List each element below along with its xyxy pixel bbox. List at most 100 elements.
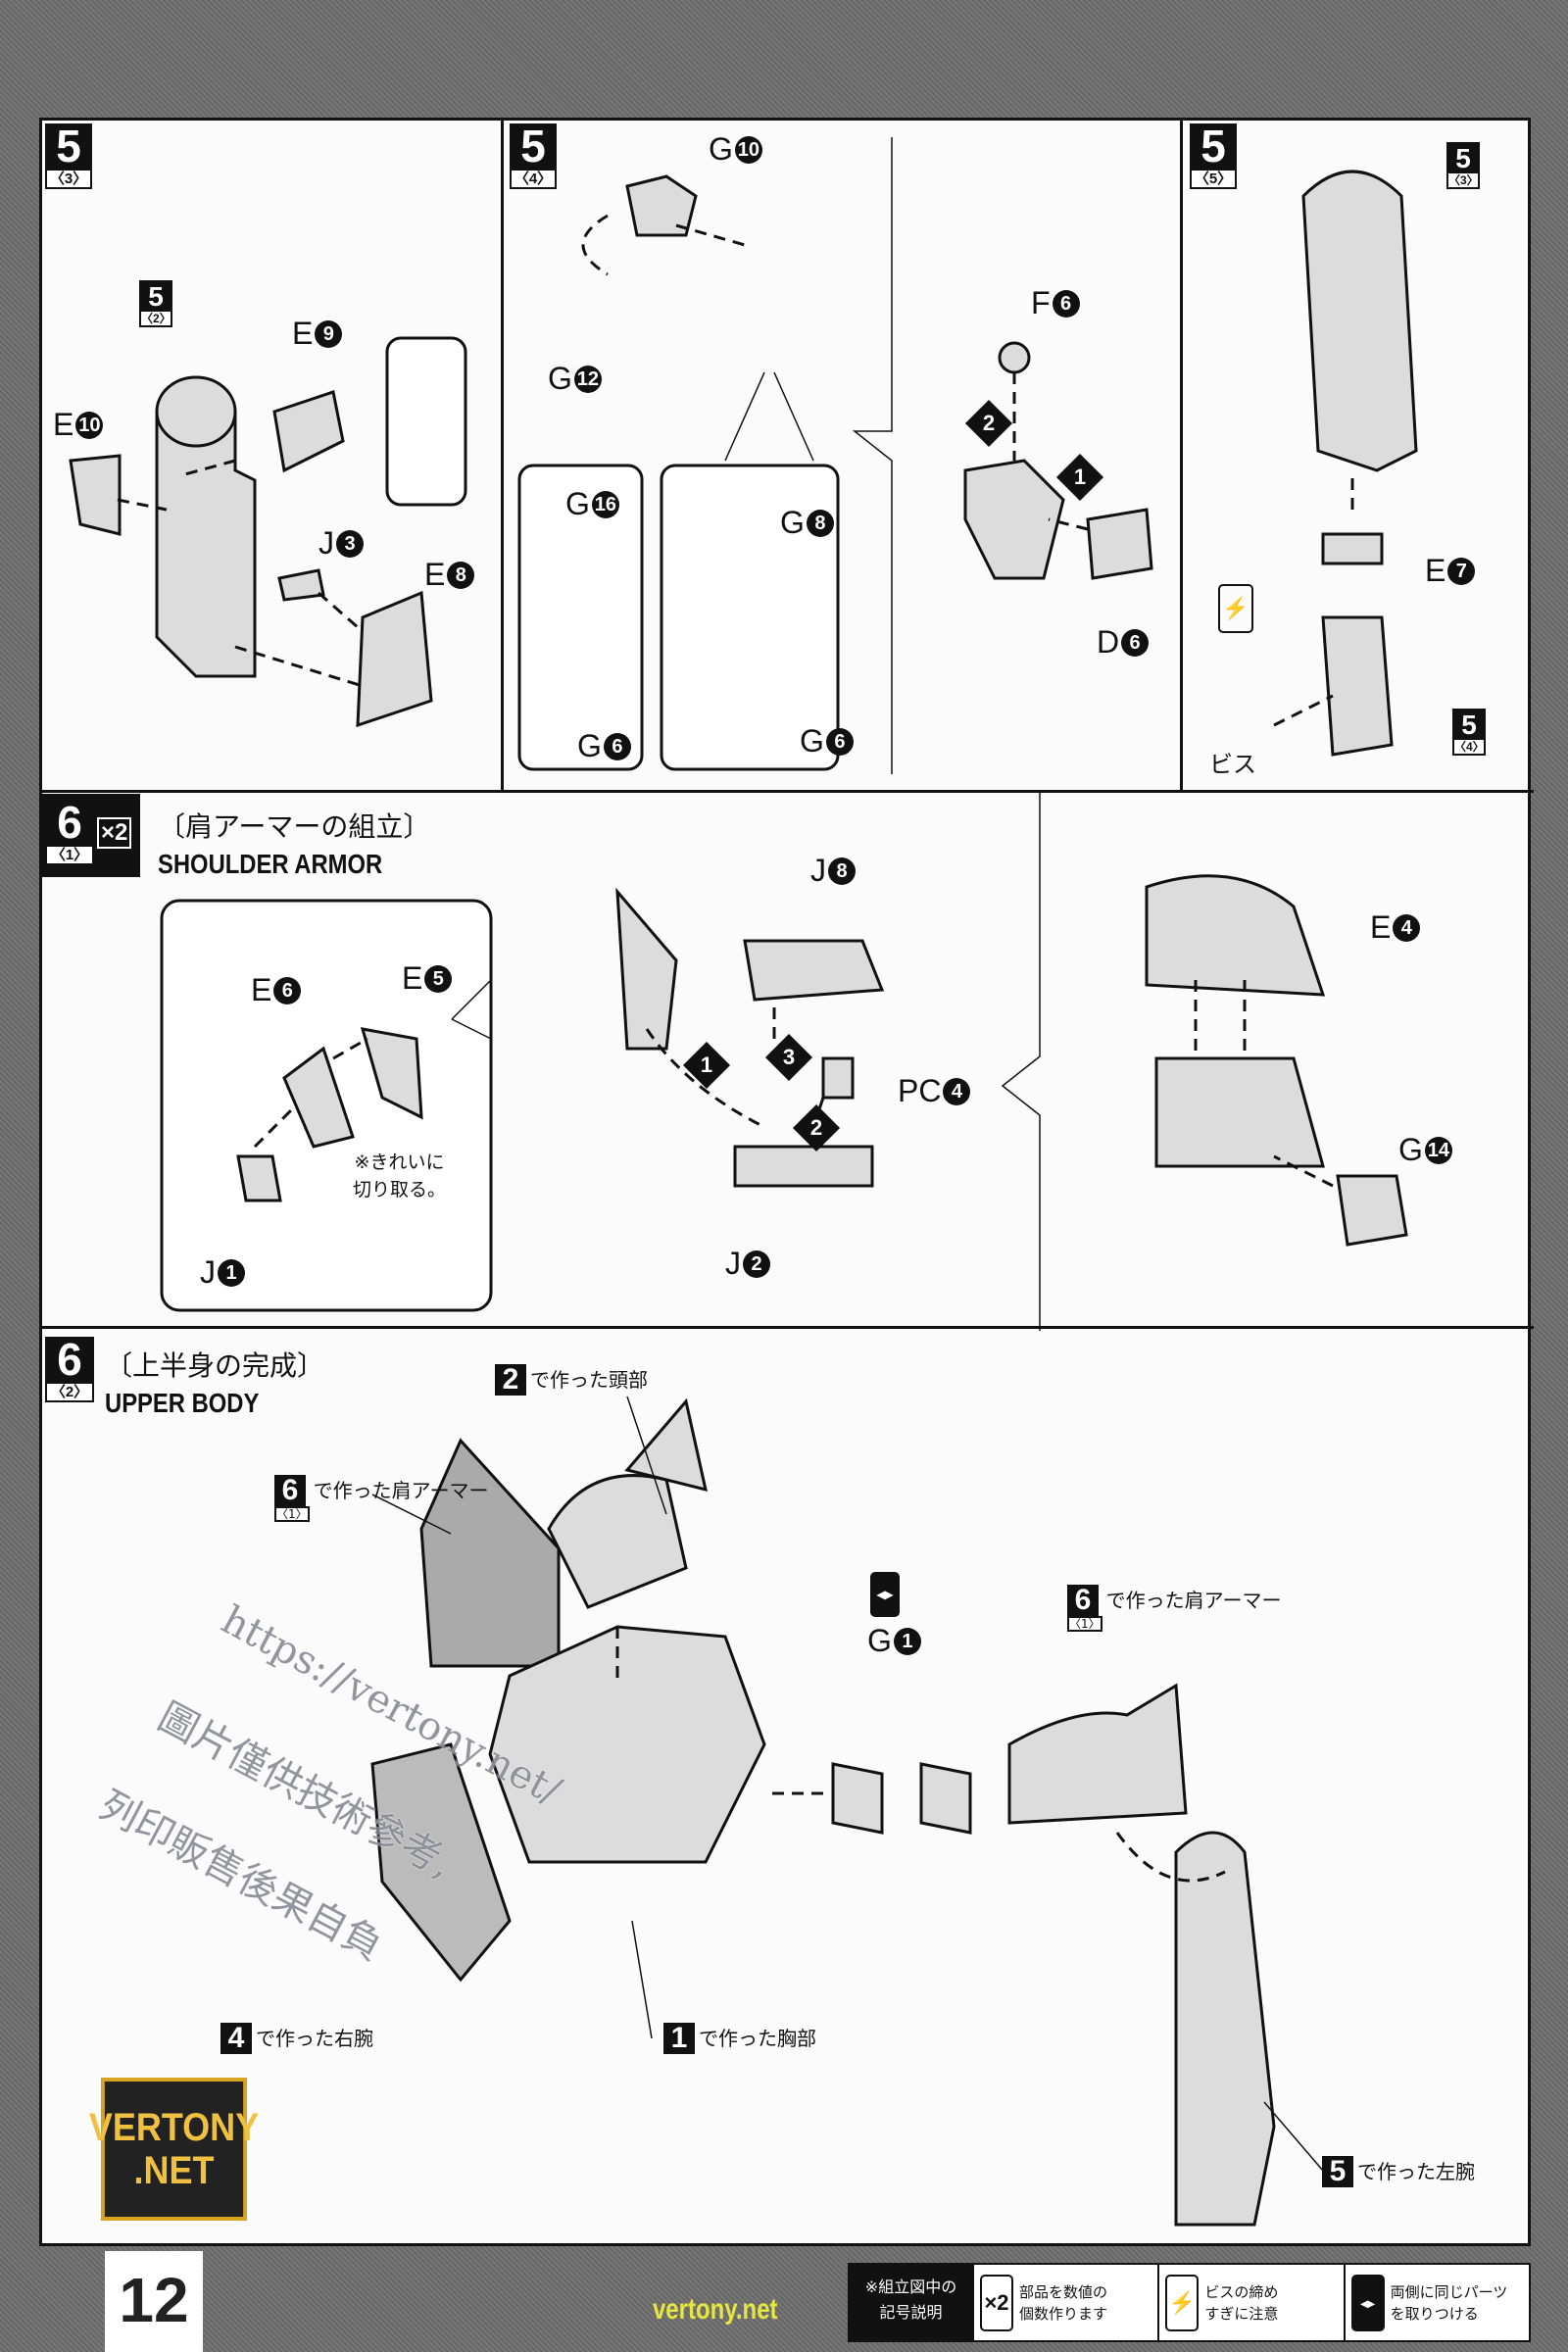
left-arm bbox=[1174, 1831, 1276, 2227]
divider bbox=[39, 1326, 1534, 1329]
right-arm bbox=[370, 1742, 512, 1983]
step-badge-5-4: 5〈4〉 bbox=[510, 123, 557, 189]
step-badge-5-5: 5〈5〉 bbox=[1190, 123, 1237, 189]
part-d6 bbox=[1086, 508, 1153, 580]
chest bbox=[488, 1625, 766, 1864]
part-e6 bbox=[282, 1046, 355, 1149]
step-marker: 2 bbox=[792, 1103, 841, 1152]
mirror-both-sides-icon: ◂▸ bbox=[1350, 2274, 1385, 2331]
divider bbox=[1180, 118, 1183, 792]
part-e8 bbox=[356, 590, 433, 728]
screw-label: ビス bbox=[1209, 751, 1256, 778]
part-e5 bbox=[360, 1027, 423, 1120]
legend-heading: ※組立図中の記号説明 bbox=[850, 2265, 972, 2340]
shoulder-shell bbox=[615, 887, 678, 1051]
callout-left-shoulder: 6〈1〉で作った肩アーマー bbox=[274, 1474, 489, 1522]
part-j1 bbox=[236, 1154, 282, 1202]
reference-badge-5-3: 5〈3〉 bbox=[1446, 142, 1480, 189]
vertony-logo: VERTONY.NET bbox=[89, 2078, 259, 2221]
upper-arm bbox=[1301, 170, 1418, 472]
reference-badge-5-4: 5〈4〉 bbox=[1452, 709, 1486, 756]
part-e10 bbox=[69, 454, 122, 536]
section-title-en: UPPER BODY bbox=[105, 1388, 260, 1418]
step-badge-6-1: 6〈1〉 bbox=[45, 800, 94, 865]
note-line: ※きれいに bbox=[354, 1152, 445, 1173]
shoulder-joint bbox=[155, 375, 237, 448]
logo-text: .NET bbox=[133, 2149, 215, 2192]
left-shoulder-armor bbox=[419, 1438, 561, 1668]
cut-note: ※きれいに切り取る。 bbox=[353, 1149, 446, 1203]
divider bbox=[501, 118, 504, 792]
legend-item: ⚡ビスの締めすぎに注意 bbox=[1157, 2265, 1343, 2340]
part-e7 bbox=[1321, 532, 1384, 565]
inset-box bbox=[660, 464, 840, 771]
legend-item: ◂▸両側に同じパーツを取りつける bbox=[1343, 2265, 1529, 2340]
section-title-en: SHOULDER ARMOR bbox=[158, 849, 383, 879]
divider bbox=[39, 790, 1534, 793]
multiplier-icon: ×2 bbox=[97, 817, 132, 849]
note-line: 切り取る。 bbox=[353, 1179, 447, 1200]
part-g1 bbox=[919, 1762, 972, 1835]
step-badge-5-3: 5〈3〉 bbox=[45, 123, 92, 189]
screw-caution-icon: ⚡ bbox=[1165, 2274, 1200, 2331]
part-g10 bbox=[625, 174, 698, 237]
logo-text: VERTONY bbox=[88, 2106, 260, 2149]
step-marker: 1 bbox=[682, 1041, 731, 1090]
part-e9 bbox=[272, 390, 345, 473]
step-marker: 3 bbox=[764, 1033, 813, 1082]
section-title-jp: 〔肩アーマーの組立〕 bbox=[158, 810, 431, 843]
page-number: 12 bbox=[105, 2251, 203, 2352]
part-pc4 bbox=[821, 1056, 855, 1100]
head-crest bbox=[624, 1397, 708, 1493]
step-marker: 1 bbox=[1055, 453, 1104, 502]
callout-right-shoulder: 6〈1〉で作った肩アーマー bbox=[1067, 1584, 1282, 1632]
right-shoulder-armor bbox=[1007, 1683, 1188, 1825]
reference-badge-5-2: 5〈2〉 bbox=[139, 280, 172, 327]
corner-watermark: vertony.net bbox=[652, 2293, 778, 2326]
part-g14 bbox=[1336, 1174, 1408, 1247]
part-g1 bbox=[831, 1762, 884, 1835]
screw-caution-icon: ⚡ bbox=[1218, 584, 1253, 633]
multiplier-icon: ×2 bbox=[980, 2274, 1013, 2331]
hand-part bbox=[963, 459, 1065, 580]
head bbox=[547, 1474, 688, 1609]
hand-part bbox=[1321, 615, 1394, 757]
step-badge-6-2: 6〈2〉 bbox=[45, 1337, 94, 1402]
inset-part bbox=[385, 336, 467, 507]
part-f6 bbox=[998, 341, 1031, 374]
inset-box bbox=[517, 464, 644, 771]
part-j3 bbox=[277, 568, 325, 602]
assembly bbox=[1154, 1056, 1325, 1168]
part-j2 bbox=[733, 1145, 874, 1188]
step-marker: 2 bbox=[964, 399, 1013, 448]
